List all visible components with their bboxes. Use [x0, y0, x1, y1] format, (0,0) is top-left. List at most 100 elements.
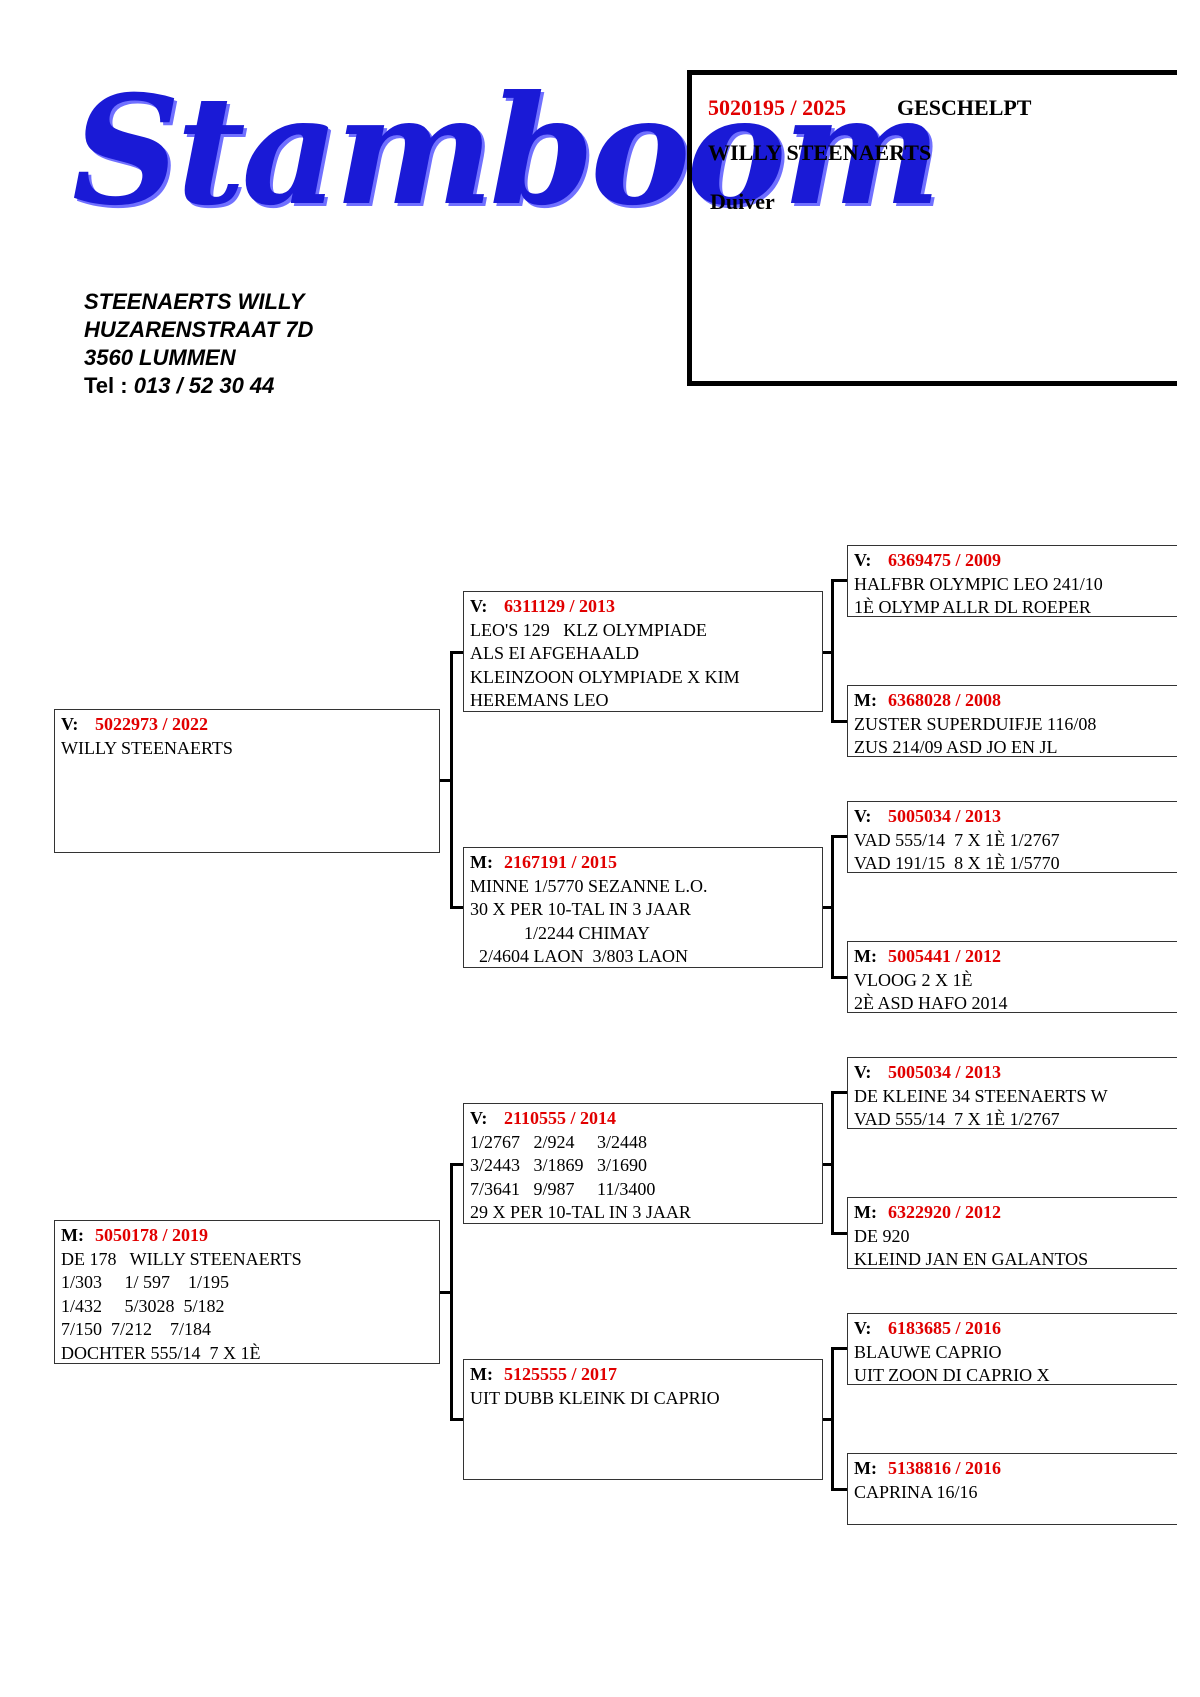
pedigree-line: ZUS 214/09 ASD JO EN JL	[854, 737, 1058, 757]
sex-label: V:	[854, 550, 872, 570]
sex-label: V:	[854, 806, 872, 826]
pedigree-header: M: 2167191 / 2015	[470, 851, 816, 875]
phone-label: Tel :	[84, 373, 128, 398]
pedigree-line: BLAUWE CAPRIO	[854, 1341, 1002, 1362]
pedigree-header: V: 5022973 / 2022	[61, 713, 433, 737]
pigeon-sex: Duiver	[710, 189, 775, 214]
pedigree-line: WILLY STEENAERTS	[61, 737, 233, 758]
stamboom-logo: Stamboom	[72, 63, 941, 239]
pedigree-line: DE 920	[854, 1225, 910, 1246]
pedigree-line: 7/150 7/212 7/184	[61, 1319, 212, 1339]
sex-label: V:	[470, 596, 488, 616]
pedigree-line: KLEIND JAN EN GALANTOS	[854, 1249, 1089, 1269]
ring-number: 5022973 / 2022	[95, 714, 209, 734]
pedigree-header: V:6369475 / 2009	[854, 549, 1171, 573]
pedigree-line: 3/2443 3/1869 3/1690	[470, 1155, 648, 1175]
pedigree-line: ZUSTER SUPERDUIFJE 116/08	[854, 713, 1097, 734]
connector-ff-stub	[450, 651, 463, 654]
pedigree-line: MINNE 1/5770 SEZANNE L.O.	[470, 875, 708, 896]
pedigree-header: V: 5005034 / 2013	[854, 805, 1171, 829]
connector-fm-vertical	[831, 835, 834, 979]
pedigree-header: V: 6311129 / 2013	[470, 595, 816, 619]
pedigree-line: 2/4604 LAON 3/803 LAON	[470, 946, 688, 966]
pedigree-line: LEO'S 129 KLZ OLYMPIADE	[470, 619, 707, 640]
pedigree-line: 1/2767 2/924 3/2448	[470, 1131, 648, 1152]
connector-mff-stub	[831, 1091, 847, 1094]
sex-label: M:	[854, 1458, 877, 1478]
owner-street: HUZARENSTRAAT 7D	[84, 317, 314, 342]
connector-fm-stub	[450, 906, 463, 909]
connector-mm-stub	[450, 1418, 463, 1421]
pedigree-line: 1/303 1/ 597 1/195	[61, 1272, 230, 1292]
connector-mother-stub	[440, 1291, 452, 1294]
pedigree-header: M:5005441 / 2012	[854, 945, 1171, 969]
connector-ff-out	[823, 651, 833, 654]
owner-phone: Tel : 013 / 52 30 44	[84, 372, 313, 400]
pedigree-line: 7/3641 9/987 11/3400	[470, 1178, 656, 1199]
pedigree-line: 30 X PER 10-TAL IN 3 JAAR	[470, 899, 691, 919]
pedigree-line: 1/2244 CHIMAY	[470, 922, 650, 943]
pigeon-ring-number: 5020195 / 2025	[708, 95, 847, 120]
pedigree-line: UIT DUBB KLEINK DI CAPRIO	[470, 1387, 720, 1408]
sex-label: M:	[470, 1364, 493, 1384]
pigeon-name: WILLY STEENAERTS	[708, 140, 932, 165]
pigeon-header-box: 5020195 / 2025 GESCHELPT WILLY STEENAERT…	[687, 70, 1177, 386]
connector-fff-stub	[831, 579, 847, 582]
pedigree-line: DE 178 WILLY STEENAERTS	[61, 1248, 302, 1269]
pedigree-line: DOCHTER 555/14 7 X 1È	[61, 1342, 261, 1363]
pedigree-header: V:2110555 / 2014	[470, 1107, 816, 1131]
pedigree-line: 1È OLYMP ALLR DL ROEPER	[854, 597, 1091, 617]
ring-number: 6183685 / 2016	[888, 1318, 1002, 1338]
pedigree-header: V:5005034 / 2013	[854, 1061, 1171, 1085]
ring-number: 2167191 / 2015	[504, 852, 618, 872]
pedigree-header: M:5138816 / 2016	[854, 1457, 1171, 1481]
sex-label: M:	[470, 852, 493, 872]
pedigree-line: VAD 555/14 7 X 1È 1/2767	[854, 829, 1060, 850]
pedigree-line: VAD 191/15 8 X 1È 1/5770	[854, 853, 1060, 873]
sex-label: V:	[854, 1062, 872, 1082]
sex-label: M:	[61, 1225, 84, 1245]
owner-address: STEENAERTS WILLY HUZARENSTRAAT 7D 3560 L…	[84, 288, 313, 400]
connector-fm-out	[823, 906, 833, 909]
connector-mmm-stub	[831, 1488, 847, 1491]
connector-mm-vertical	[831, 1347, 834, 1491]
pedigree-line: VAD 555/14 7 X 1È 1/2767	[854, 1109, 1060, 1129]
sex-label: V:	[854, 1318, 872, 1338]
connector-mmf-stub	[831, 1347, 847, 1350]
connector-father-vertical	[450, 651, 453, 908]
phone-number: 013 / 52 30 44	[133, 373, 275, 398]
connector-father-stub	[440, 779, 452, 782]
pedigree-line: HEREMANS LEO	[470, 690, 609, 710]
sex-label: V:	[61, 714, 79, 734]
pedigree-line: HALFBR OLYMPIC LEO 241/10	[854, 573, 1103, 594]
sex-label: M:	[854, 1202, 877, 1222]
ring-number: 6311129 / 2013	[504, 596, 616, 616]
pedigree-line: 1/432 5/3028 5/182	[61, 1295, 225, 1316]
pedigree-line: ALS EI AFGEHAALD	[470, 643, 639, 663]
pedigree-line: CAPRINA 16/16	[854, 1481, 978, 1502]
ring-number: 6322920 / 2012	[888, 1202, 1002, 1222]
pedigree-header: M:6368028 / 2008	[854, 689, 1171, 713]
ring-number: 5005034 / 2013	[888, 806, 1002, 826]
sex-label: M:	[854, 946, 877, 966]
pedigree-line: KLEINZOON OLYMPIADE X KIM	[470, 666, 740, 687]
pedigree-line: DE KLEINE 34 STEENAERTS W	[854, 1085, 1108, 1106]
sex-label: V:	[470, 1108, 488, 1128]
connector-mm-out	[823, 1418, 833, 1421]
pedigree-header: V: 6183685 / 2016	[854, 1317, 1171, 1341]
connector-ffm-stub	[831, 720, 847, 723]
ring-number: 6368028 / 2008	[888, 690, 1002, 710]
connector-mfm-stub	[831, 1232, 847, 1235]
